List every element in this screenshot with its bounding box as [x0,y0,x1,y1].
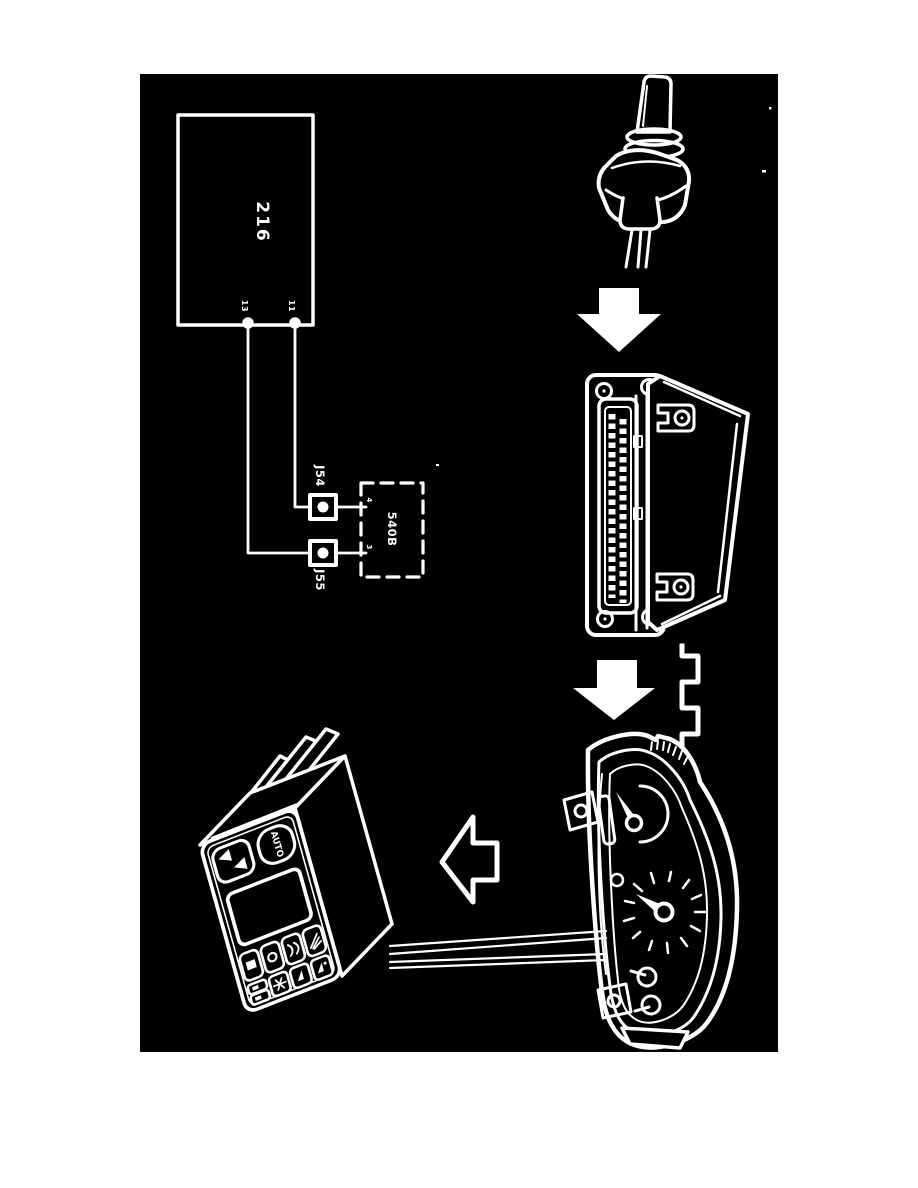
wire-pin11-to-j54 [293,325,312,509]
scan-specks [436,107,772,466]
junction-j54 [308,493,338,521]
temp-arrows-button [211,838,256,884]
component-540b-box [359,481,425,579]
control-unit-label: 216 [252,201,273,243]
cluster-rim-ticks [650,740,689,765]
defrost-icon [297,970,304,982]
component-540b-label: 540B [384,511,399,547]
square-wave-signal-icon [679,643,701,749]
down-arrow-icon-2 [573,660,655,720]
pin-11-label: 11 [287,299,296,313]
temp-arrow-icon [218,848,233,861]
airflow-icon [286,941,300,957]
cluster-bar-gauge [596,794,617,846]
cluster-foot [620,1026,690,1050]
control-module-connector-illustration [585,373,750,637]
cluster-mini-gauges [629,966,662,1016]
pin-13-label: 13 [240,299,249,313]
junction-j55 [308,539,338,567]
cluster-shell [585,731,740,1050]
module-body-side [646,374,750,632]
junction-j55-label: J55 [312,569,327,591]
instrument-cluster-illustration [562,731,740,1050]
climate-button-row-2 [246,954,334,1006]
down-arrow-icon [577,288,661,352]
snowflake-icon [273,977,287,991]
climate-front-face: AUTO [200,809,342,1012]
cluster-top-gauge [616,784,670,844]
diagram-canvas: AUTO [140,74,778,1052]
wire-pin13-to-j55 [246,325,312,555]
climate-control-panel-illustration: AUTO [198,727,394,1012]
sensor-wires [624,228,652,269]
recirc-icon [245,959,257,971]
diagram-artwork: AUTO [176,74,772,1050]
cluster-center-gauge [622,870,707,955]
climate-display [225,867,313,947]
harness-wires [388,929,608,970]
sensor-collar-ring [625,127,683,147]
mode-icon [267,951,278,963]
vent-icon [317,962,324,974]
sensor-boot [618,196,662,231]
temp-arrow-icon-2 [234,856,248,869]
fan-icon [309,932,322,950]
junction-j54-label: J54 [312,465,327,487]
climate-button-row-1 [238,924,328,982]
module-mounting-ears [655,403,696,602]
coolant-temperature-sensor-illustration [596,74,692,269]
left-arrow-icon [439,814,500,905]
sensor-probe [635,74,673,134]
wiring-schematic [176,113,425,579]
